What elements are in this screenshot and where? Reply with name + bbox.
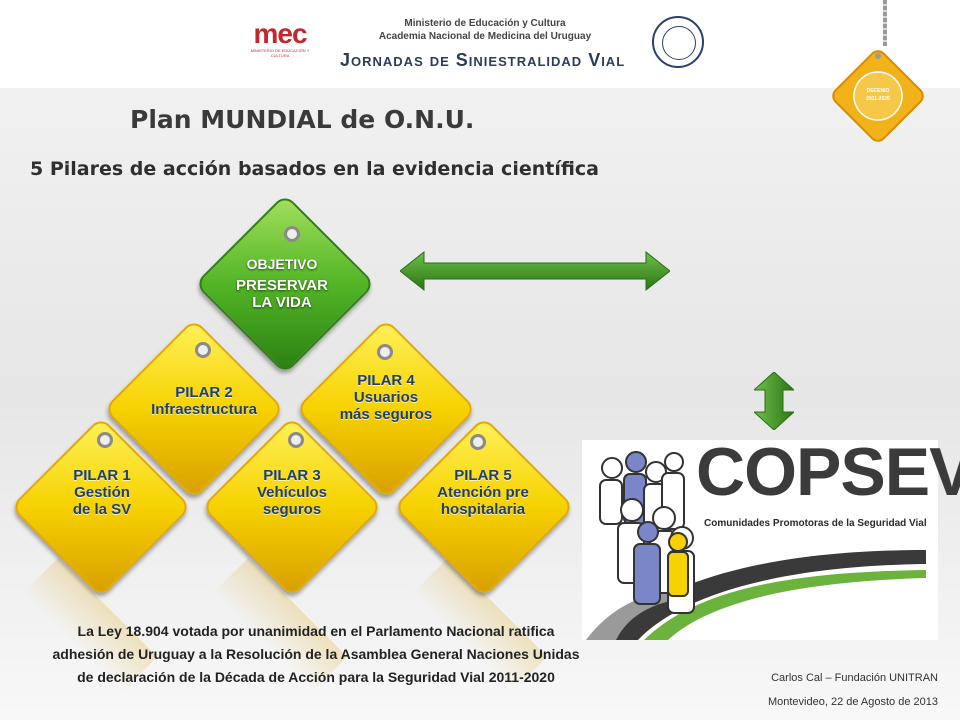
pillar-5-line1: PILAR 5 (454, 467, 512, 484)
medal-chain (883, 0, 887, 46)
pillar-1-line1: PILAR 1 (73, 467, 131, 484)
objective-line1: OBJETIVO (246, 256, 318, 272)
pillar-2-label: PILAR 2 Infraestructura (124, 384, 284, 418)
pillar-1-line2: Gestión (74, 484, 130, 501)
pillar-4-knob-icon (377, 344, 393, 360)
header-band (0, 0, 960, 88)
pillar-3-label: PILAR 3 Vehículos seguros (212, 467, 372, 518)
ministry-name: Ministerio de Educación y Cultura (404, 18, 566, 29)
pillar-1-line3: de la SV (72, 501, 132, 518)
ministry-block: Ministerio de Educación y Cultura Academ… (340, 18, 630, 71)
copsev-title: COPSEV (696, 434, 960, 510)
page-subtitle: 5 Pilares de acción basados en la eviden… (30, 158, 600, 180)
pillar-2-knob-icon (195, 342, 211, 358)
decade-medal-icon: DECENIO 2011-2020 (832, 50, 924, 142)
pillar-2-line2: Infraestructura (151, 401, 257, 418)
community-people-icon (586, 451, 926, 640)
mec-logo: mec MINISTERIO DE EDUCACIÓN Y CULTURA (248, 20, 312, 70)
pillar-5-knob-icon (470, 434, 486, 450)
pillar-3-line3: seguros (262, 501, 322, 518)
double-arrow-horizontal-icon (400, 250, 670, 292)
law-text-line3: de declaración de la Década de Acción pa… (77, 669, 555, 685)
pillar-3-line2: Vehículos (256, 484, 328, 501)
pillar-4-label: PILAR 4 Usuarios más seguros (306, 372, 466, 423)
event-title: Jornadas de Siniestralidad Vial (340, 50, 626, 70)
objective-line3: LA VIDA (252, 294, 312, 311)
credit-block: Carlos Cal – Fundación UNITRAN Montevide… (700, 666, 938, 714)
pillar-3-knob-icon (288, 432, 304, 448)
copsev-tagline: Comunidades Promotoras de la Seguridad V… (704, 518, 927, 529)
pillar-4-line2: Usuarios (353, 389, 419, 406)
academia-seal-icon (652, 16, 704, 68)
pillar-5-label: PILAR 5 Atención pre hospitalaria (403, 467, 563, 518)
pillar-3-line1: PILAR 3 (263, 467, 321, 484)
pillar-4-line1: PILAR 4 (357, 372, 415, 389)
credit-date: Montevideo, 22 de Agosto de 2013 (767, 696, 938, 708)
objective-line2: PRESERVAR (236, 277, 328, 294)
law-text-line1: La Ley 18.904 votada por unanimidad en e… (77, 623, 555, 639)
pillar-5-line2: Atención pre (437, 484, 529, 501)
pillar-2-line1: PILAR 2 (175, 384, 233, 401)
pillar-5-line3: hospitalaria (440, 501, 526, 518)
academy-name: Academia Nacional de Medicina del Urugua… (378, 31, 592, 42)
seal-inner-ring (662, 26, 696, 60)
mec-logo-caption: MINISTERIO DE EDUCACIÓN Y CULTURA (250, 48, 310, 58)
mec-logo-word: mec (253, 18, 307, 49)
pillar-4-line3: más seguros (339, 406, 433, 423)
pillar-1-label: PILAR 1 Gestión de la SV (22, 467, 182, 518)
svg-text:DECENIO: DECENIO (867, 88, 890, 94)
svg-text:2011-2020: 2011-2020 (866, 96, 890, 102)
law-text: La Ley 18.904 votada por unanimidad en e… (6, 620, 626, 689)
law-text-line2: adhesión de Uruguay a la Resolución de l… (52, 646, 580, 662)
page-title: Plan MUNDIAL de O.N.U. (130, 105, 475, 134)
pillar-1-knob-icon (97, 432, 113, 448)
credit-author: Carlos Cal – Fundación UNITRAN (771, 672, 938, 684)
objective-label: OBJETIVO PRESERVAR LA VIDA (202, 256, 362, 311)
double-arrow-vertical-icon (754, 372, 794, 430)
objective-knob-icon (284, 226, 300, 242)
